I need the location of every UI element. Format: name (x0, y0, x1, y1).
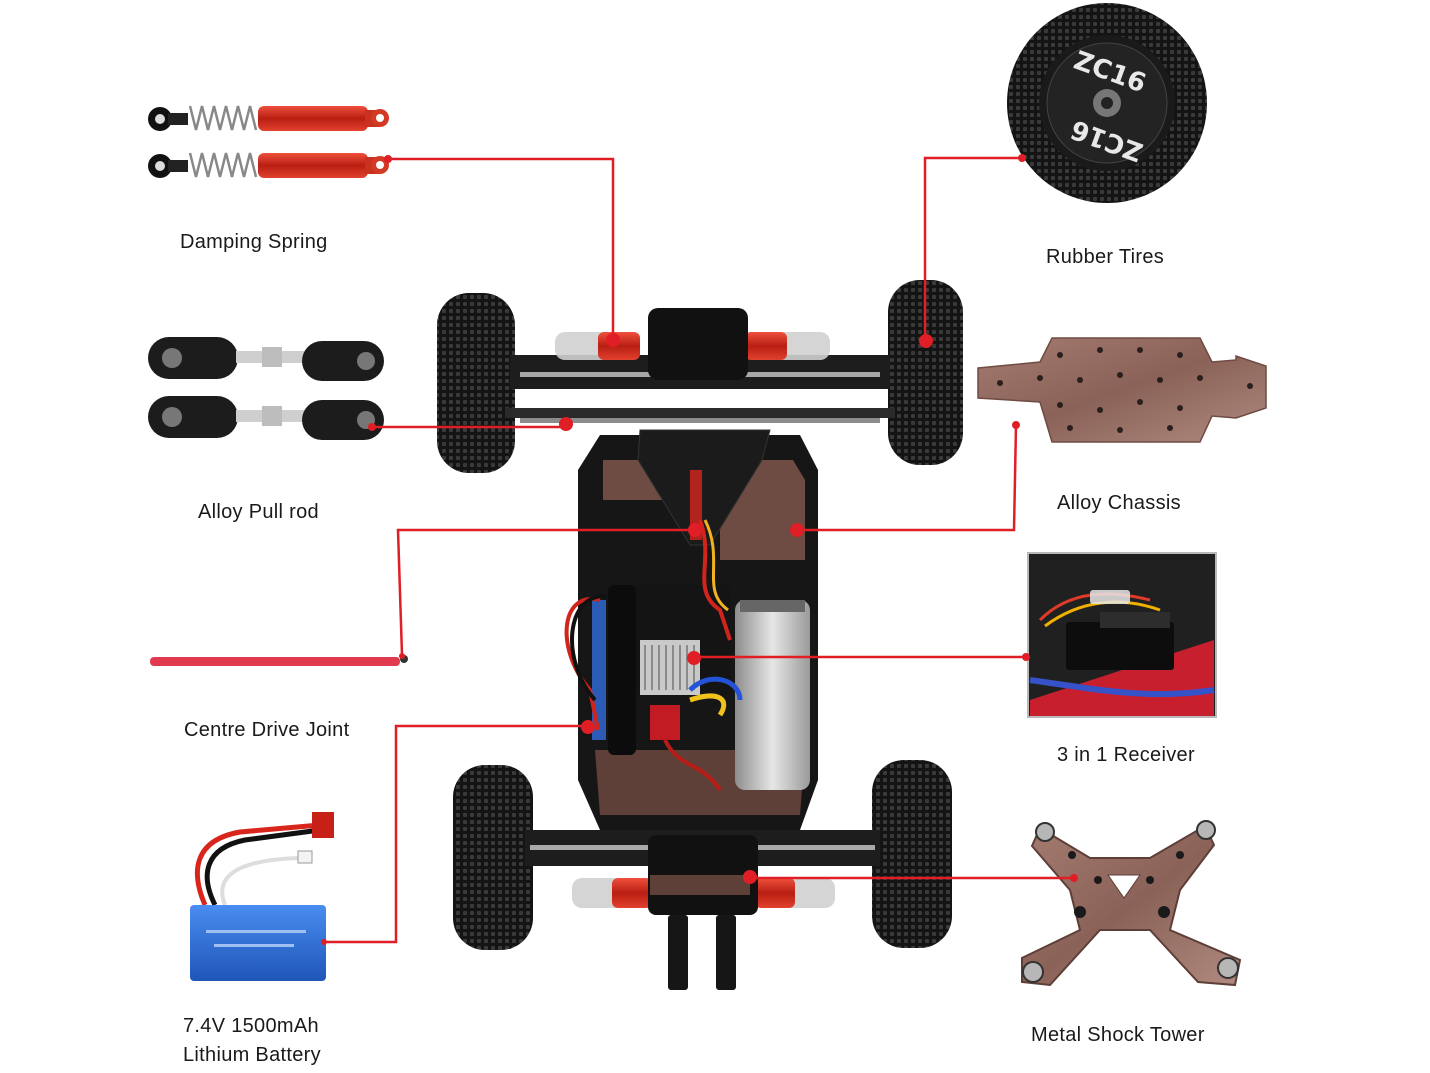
label-alloy-chassis: Alloy Chassis (1057, 492, 1181, 514)
label-battery-type: Lithium Battery (183, 1044, 321, 1066)
rc-car-top-view (437, 280, 963, 990)
rear-left-wheel (453, 765, 533, 950)
label-metal-shock-tower: Metal Shock Tower (1031, 1024, 1205, 1046)
damping-spring-image (148, 105, 389, 178)
label-damping-spring: Damping Spring (180, 231, 328, 253)
callout-lines (324, 156, 1074, 944)
label-centre-drive-joint: Centre Drive Joint (184, 719, 350, 741)
lithium-battery-image (190, 812, 334, 981)
receiver-photo (1027, 552, 1217, 718)
label-receiver: 3 in 1 Receiver (1057, 744, 1195, 766)
callout-battery (324, 724, 588, 944)
label-alloy-pull-rod: Alloy Pull rod (198, 501, 319, 523)
callout-dots (321, 154, 1078, 945)
callout-damping-spring (388, 157, 615, 340)
rubber-tire-image: ZC16 ZC16 (1007, 3, 1207, 203)
motor (735, 600, 810, 790)
label-battery-capacity: 7.4V 1500mAh (183, 1015, 319, 1037)
label-rubber-tires: Rubber Tires (1046, 246, 1165, 268)
callout-chassis (797, 424, 1018, 532)
centre-drive-joint-image (150, 655, 408, 666)
front-right-wheel (888, 280, 963, 465)
front-left-wheel (437, 293, 515, 473)
rear-right-wheel (872, 760, 952, 948)
callout-tires (923, 156, 1022, 340)
callout-drive-joint (396, 528, 695, 656)
alloy-chassis-image (977, 337, 1267, 443)
shock-tower-image (1021, 820, 1242, 987)
alloy-pull-rod-image (148, 337, 384, 440)
